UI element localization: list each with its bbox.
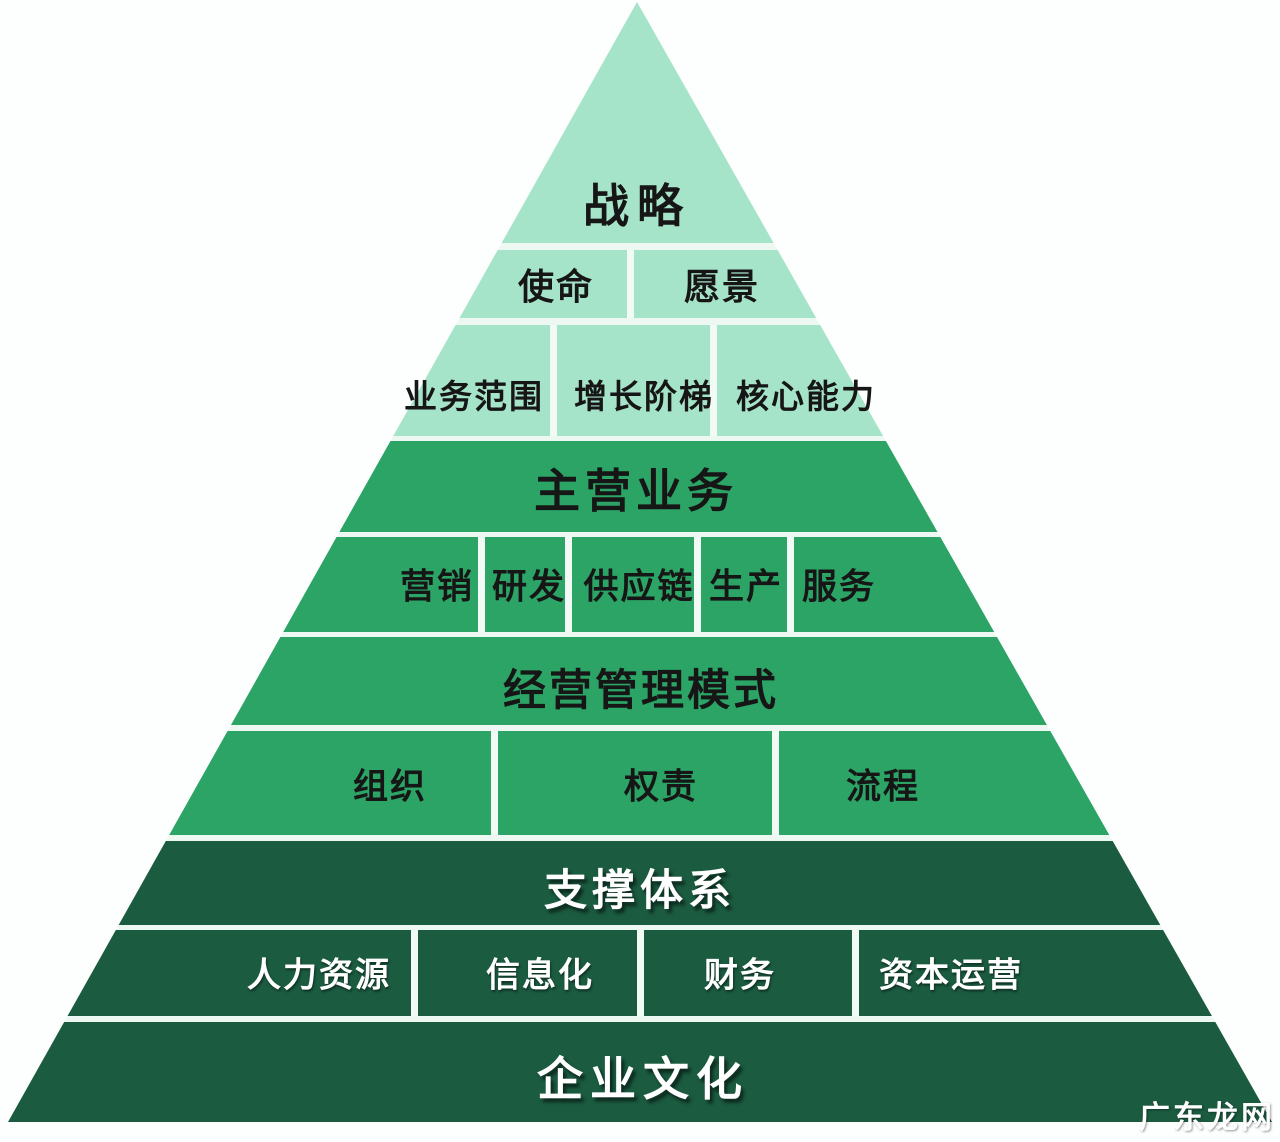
cell-divider [565, 537, 572, 632]
band-strategy-dimensions [8, 325, 1272, 436]
band-support-system [8, 841, 1272, 925]
cell-divider [772, 731, 779, 835]
cell-divider [787, 537, 794, 632]
cell-divider [637, 930, 644, 1016]
band-support-functions [8, 930, 1272, 1016]
cell-divider [491, 731, 498, 835]
band-model-elements [8, 731, 1272, 835]
cell-divider [627, 250, 634, 318]
cell-divider [550, 325, 557, 436]
cell-divider [694, 537, 701, 632]
band-corporate-culture [8, 1022, 1272, 1122]
watermark: 广东龙网 [1139, 1100, 1275, 1135]
cell-divider [710, 325, 717, 436]
band-strategy [8, 2, 1272, 243]
cell-divider [411, 930, 418, 1016]
band-business-functions [8, 537, 1272, 632]
band-management-model [8, 637, 1272, 725]
cell-divider [852, 930, 859, 1016]
band-main-business [8, 441, 1272, 532]
cell-divider [478, 537, 485, 632]
band-strategy-elements [8, 250, 1272, 318]
